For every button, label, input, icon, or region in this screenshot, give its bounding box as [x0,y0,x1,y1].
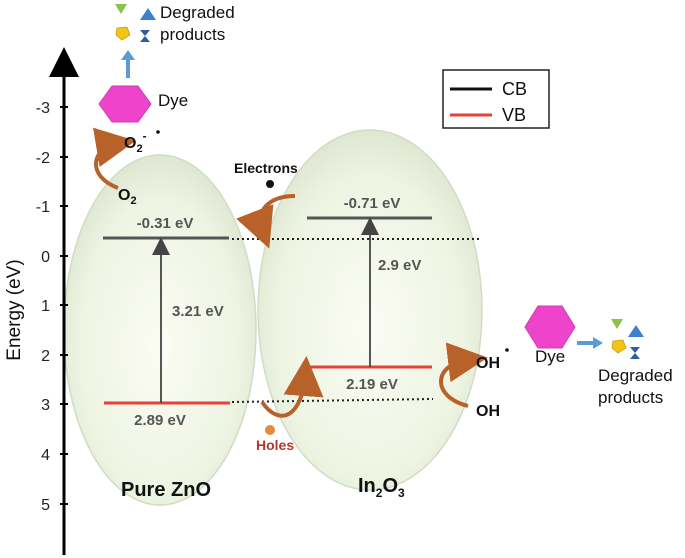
superoxide-label: O2- [124,129,147,155]
axis-ticks [60,106,68,505]
oh-radical-dot [505,348,509,352]
pentagon-yellow-icon-right [611,339,627,354]
degraded-label-left-2: products [160,25,225,44]
dye-label-left: Dye [158,91,188,110]
tick-label: 0 [41,249,50,266]
tick-label: 1 [41,298,50,315]
dye-label-right: Dye [535,347,565,366]
in2o3-gap-label: 2.9 eV [378,257,421,274]
triangle-green-icon-right [611,319,623,329]
o2-reduction-arrow [92,127,136,190]
hole-transfer-arrow [260,356,324,418]
right-arrow-head [593,337,603,349]
triangle-green-icon [115,4,127,14]
bowtie-blue-icon [140,30,150,42]
tick-label: -1 [36,199,50,216]
legend-cb-label: CB [502,79,527,99]
electron-transfer-arrow [236,194,296,249]
o2-label: O2 [118,187,137,207]
in2o3-vb-label: 2.19 eV [346,376,398,393]
dye-hexagon-right [524,305,576,349]
tick-label: -3 [36,100,50,117]
holes-label: Holes [256,437,294,453]
in2o3-cb-label: -0.71 eV [344,195,401,212]
degraded-label-left-1: Degraded [160,3,235,22]
legend: CB VB [442,69,550,129]
superoxide-radical-dot [156,130,160,134]
tick-label: 5 [41,497,50,514]
zno-vb-label: 2.89 eV [134,412,186,429]
triangle-blue-icon-right [628,325,644,337]
bowtie-blue-icon-right [630,347,640,359]
tick-label: 4 [41,447,50,464]
tick-label: 2 [41,348,50,365]
axis-label: Energy (eV) [4,259,25,360]
vb-dotted-line [231,398,434,403]
zno-gap-label: 3.21 eV [172,303,224,320]
zno-ellipse [63,154,257,506]
oh-oxidation-arrow [439,342,488,408]
zno-cb-label: -0.31 eV [137,215,194,232]
hole-dot [265,425,275,435]
tick-label: 3 [41,397,50,414]
legend-vb-label: VB [502,105,526,125]
tick-label: -2 [36,150,50,167]
zno-name: Pure ZnO [121,479,211,501]
up-arrow-left-head [121,50,135,60]
electron-dot [266,180,274,188]
degraded-label-right-2: products [598,388,663,407]
degraded-label-right-1: Degraded [598,366,673,385]
electrons-label: Electrons [234,160,298,176]
pentagon-yellow-icon [115,26,131,41]
triangle-blue-icon [140,8,156,20]
oh-label: OH [476,403,500,420]
in2o3-name: In2O3 [358,475,405,500]
axis-tick-labels: -3 -2 -1 0 1 2 3 4 5 [36,100,50,514]
oh-radical-label: OH [476,355,500,372]
dye-hexagon-left [98,85,152,123]
